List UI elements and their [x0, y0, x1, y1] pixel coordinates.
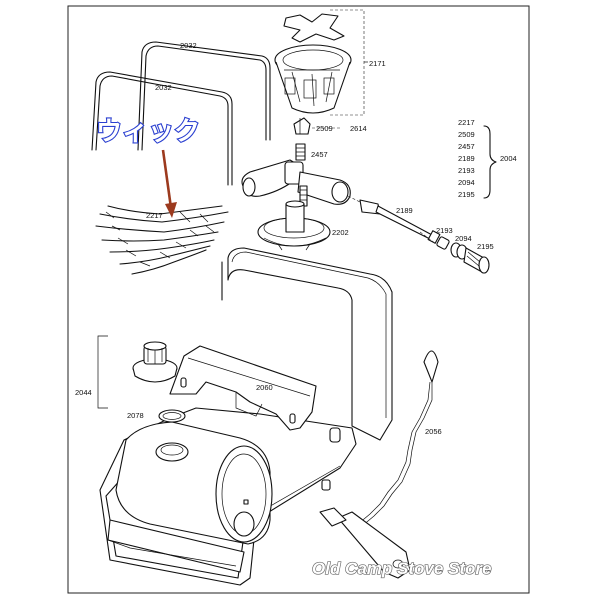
group-item: 2457 [458, 142, 475, 151]
label-2189: 2189 [396, 206, 413, 215]
burner-head [274, 13, 352, 114]
group-parts-list: 2217 2509 2457 2189 2193 2094 2195 [458, 118, 475, 199]
group-item: 2094 [458, 178, 475, 187]
vaporizer [241, 159, 351, 207]
label-2078: 2078 [127, 411, 144, 420]
group-item: 2217 [458, 118, 475, 127]
valve-parts [293, 117, 311, 161]
wick-katakana-label: ウィック [96, 117, 200, 147]
pump-chain [319, 350, 439, 579]
wick [95, 205, 229, 275]
filler-cap [132, 341, 178, 383]
group-item: 2189 [458, 154, 475, 163]
label-2509: 2509 [316, 124, 333, 133]
label-2056: 2056 [425, 427, 442, 436]
label-2195: 2195 [477, 242, 494, 251]
wick-pointer-arrow [161, 149, 177, 218]
bracket-2044 [97, 335, 108, 409]
gasket-ring [158, 409, 186, 423]
label-2217: 2217 [146, 211, 163, 220]
label-2004: 2004 [500, 154, 517, 163]
fuel-tank [115, 421, 273, 545]
group-item: 2193 [458, 166, 475, 175]
label-2614: 2614 [350, 124, 367, 133]
label-2202: 2202 [332, 228, 349, 237]
store-watermark: Old Camp Stove Store [312, 559, 491, 578]
diagram-border [67, 5, 530, 594]
handle-wires [91, 41, 271, 186]
label-2032-lower: 2032 [155, 83, 172, 92]
group-item: 2195 [458, 190, 475, 199]
spindle-assembly [347, 195, 490, 274]
label-2032-upper: 2032 [180, 41, 197, 50]
group-brace [483, 125, 497, 199]
burner-base [257, 200, 331, 251]
label-2060: 2060 [256, 383, 273, 392]
label-2457: 2457 [311, 150, 328, 159]
part-labels: 2032 2032 2171 2509 2614 2457 2189 2193 … [75, 41, 517, 436]
case-lid [221, 247, 393, 441]
label-2193: 2193 [436, 226, 453, 235]
label-2171: 2171 [369, 59, 386, 68]
label-2094: 2094 [455, 234, 472, 243]
group-item: 2509 [458, 130, 475, 139]
mounting-bracket [169, 345, 341, 491]
label-2044: 2044 [75, 388, 92, 397]
